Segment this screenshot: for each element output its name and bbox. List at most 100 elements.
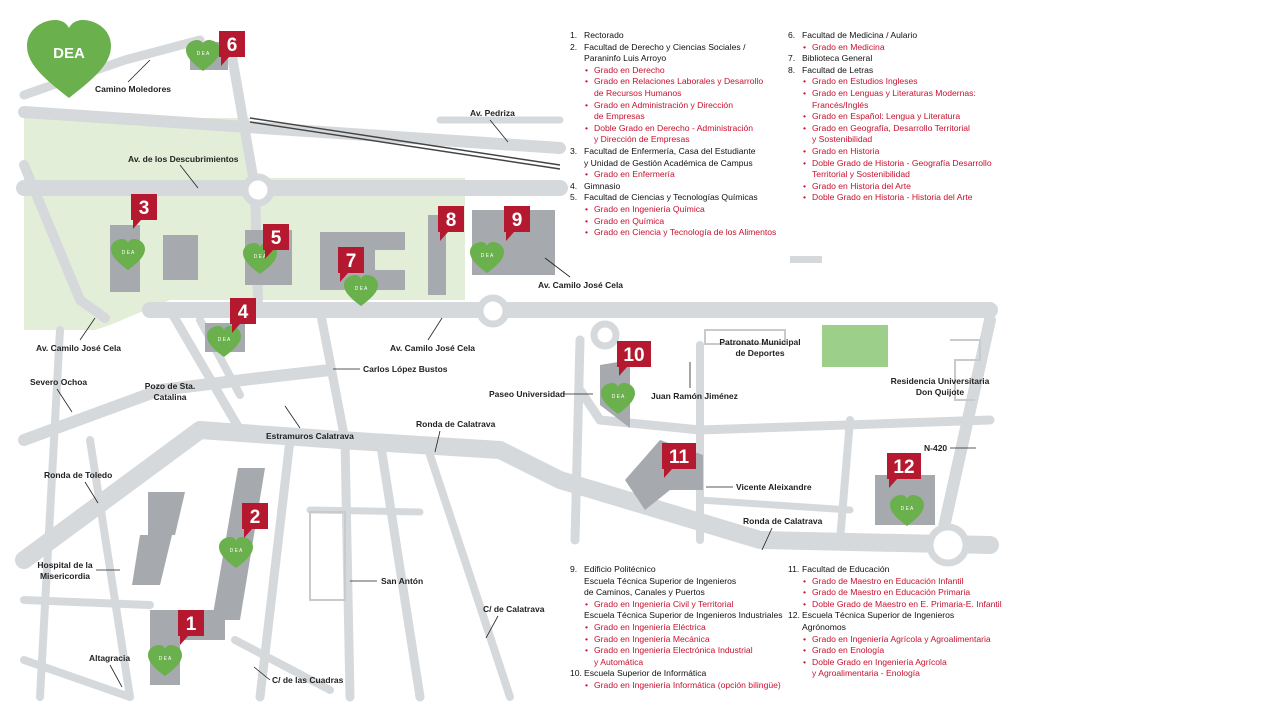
legend-entry: 9.Edificio Politécnico bbox=[570, 564, 785, 576]
building-pin-label: 10 bbox=[623, 345, 644, 366]
legend-number: 4. bbox=[570, 180, 578, 191]
building-pin-9[interactable]: 9 bbox=[504, 206, 530, 241]
legend-degree: Grado en Ingeniería Agrícola y Agroalime… bbox=[802, 634, 1003, 646]
building-pin-11[interactable]: 11 bbox=[662, 443, 696, 478]
building-pin-12[interactable]: 12 bbox=[887, 453, 921, 488]
legend-degree: Grado de Maestro en Educación Primaria bbox=[802, 587, 1003, 599]
legend-degree: Doble Grado de Historia - Geografía Desa… bbox=[802, 158, 1003, 181]
legend-degree: Grado en Enfermería bbox=[584, 169, 785, 181]
building-pin-7[interactable]: 7 bbox=[338, 247, 364, 282]
building-pin-label: 4 bbox=[238, 302, 249, 323]
dea-heart-label: D E A bbox=[612, 394, 625, 400]
legend-number: 8. bbox=[788, 64, 796, 75]
dea-heart-label: D E A bbox=[197, 51, 210, 57]
legend-building-name: Edificio Politécnico bbox=[584, 564, 656, 574]
legend-degree: Grado en Derecho bbox=[584, 65, 785, 77]
legend-degree: Grado en Ingeniería Electrónica Industri… bbox=[570, 645, 785, 668]
building-pin-label: 8 bbox=[446, 210, 457, 231]
sports-field bbox=[822, 325, 888, 367]
legend-school-name: Escuela Técnica Superior de Ingenieros I… bbox=[584, 610, 783, 621]
dea-heart-icon: D E A bbox=[148, 645, 182, 676]
street-av-descubrimientos: Av. de los Descubrimientos bbox=[128, 154, 239, 164]
legend-number: 12. bbox=[788, 610, 800, 621]
legend-buildings-11-12: 11.Facultad de EducaciónGrado de Maestro… bbox=[788, 564, 1003, 680]
legend-number: 10. bbox=[570, 668, 582, 679]
dea-heart-label: D E A bbox=[355, 286, 368, 292]
building-pin-1[interactable]: 1 bbox=[178, 610, 204, 645]
legend-degree: Grado en Geografía, Desarrollo Territori… bbox=[802, 123, 1003, 146]
legend-building-name: Gimnasio bbox=[584, 180, 621, 191]
street-labels: Camino Moledores Av. Pedriza Av. de los … bbox=[30, 59, 990, 688]
building-pin-label: 6 bbox=[227, 35, 238, 56]
legend-entry: 4. Gimnasio bbox=[570, 181, 785, 193]
legend-degree: Grado en Ingeniería Civil y Territorial bbox=[570, 599, 785, 611]
street-ronda-toledo: Ronda de Toledo bbox=[44, 470, 112, 480]
street-av-camilo-3: Av. Camilo José Cela bbox=[390, 343, 475, 353]
dea-heart-icon: D E A bbox=[344, 275, 378, 306]
legend-entry: 1.Rectorado bbox=[570, 30, 785, 42]
building-pin-label: 1 bbox=[186, 614, 197, 635]
legend-entry: 11.Facultad de Educación bbox=[788, 564, 1003, 576]
street-carlos-lopez: Carlos López Bustos bbox=[363, 364, 448, 374]
legend-building-name: Facultad de Derecho y Ciencias Sociales … bbox=[584, 41, 746, 64]
dea-heart-icon: D E A bbox=[470, 242, 504, 273]
legend-degree: Grado en Español: Lengua y Literatura bbox=[802, 111, 1003, 123]
legend-number: 3. bbox=[570, 145, 578, 156]
legend-degree: Doble Grado de Maestro en E. Primaria-E.… bbox=[802, 599, 1003, 611]
legend-degree: Grado en Historia bbox=[802, 146, 1003, 158]
street-severo-ochoa: Severo Ochoa bbox=[30, 377, 87, 387]
legend-building-name: Facultad de Educación bbox=[802, 564, 890, 574]
roundabouts bbox=[241, 173, 970, 567]
building-pin-5[interactable]: 5 bbox=[263, 224, 289, 259]
street-n420: N-420 bbox=[924, 443, 947, 453]
street-san-anton: San Antón bbox=[381, 576, 423, 586]
building-pin-label: 2 bbox=[250, 507, 261, 528]
dea-heart-label: D E A bbox=[159, 656, 172, 662]
legend-number: 7. bbox=[788, 53, 796, 64]
legend-building-name: Escuela Superior de Informática bbox=[584, 668, 707, 679]
street-av-camilo-1: Av. Camilo José Cela bbox=[538, 280, 623, 290]
street-pozo: Pozo de Sta.Catalina bbox=[145, 381, 196, 402]
street-camino-moledores: Camino Moledores bbox=[95, 84, 171, 94]
building-pin-2[interactable]: 2 bbox=[242, 503, 268, 538]
legend-degree: Grado en Ingeniería Eléctrica bbox=[570, 622, 785, 634]
legend-number: 5. bbox=[570, 192, 578, 203]
building-pin-label: 3 bbox=[139, 198, 150, 219]
legend-building-name: Rectorado bbox=[584, 30, 624, 40]
building-pin-10[interactable]: 10 bbox=[617, 341, 651, 376]
legend-degree: Grado en Lenguas y Literaturas Modernas:… bbox=[802, 88, 1003, 111]
legend-degree: Grado en Ingeniería Informática (opción … bbox=[584, 680, 785, 692]
dea-heart-label: D E A bbox=[481, 253, 494, 259]
legend-number: 2. bbox=[570, 41, 578, 52]
legend-degree: Grado en Medicina bbox=[802, 42, 1003, 54]
legend-building-name: Facultad de Letras bbox=[802, 64, 874, 75]
legend-entry: 7. Biblioteca General bbox=[788, 53, 1003, 65]
building-pin-6[interactable]: 6 bbox=[219, 31, 245, 66]
dea-heart-icon: D E A bbox=[186, 40, 220, 71]
street-av-pedriza: Av. Pedriza bbox=[470, 108, 515, 118]
building-pin-4[interactable]: 4 bbox=[230, 298, 256, 333]
street-c-calatrava: C/ de Calatrava bbox=[483, 604, 545, 614]
dea-heart-icon: D E A bbox=[111, 239, 145, 270]
dea-heart-label: D E A bbox=[254, 254, 267, 260]
legend-degree: Grado en Estudios Ingleses bbox=[802, 76, 1003, 88]
street-av-camilo-2: Av. Camilo José Cela bbox=[36, 343, 121, 353]
street-altagracia: Altagracia bbox=[89, 653, 130, 663]
legend-number: 6. bbox=[788, 30, 796, 40]
legend-building-name: Biblioteca General bbox=[802, 53, 873, 64]
building-pin-8[interactable]: 8 bbox=[438, 206, 464, 241]
road-marker bbox=[790, 256, 822, 263]
street-c-cuadras: C/ de las Cuadras bbox=[272, 675, 344, 685]
railway bbox=[249, 117, 561, 170]
building-pin-3[interactable]: 3 bbox=[131, 194, 157, 229]
street-vicente: Vicente Aleixandre bbox=[736, 482, 812, 492]
legend-degree: Doble Grado en Derecho - Administracióny… bbox=[584, 123, 785, 146]
building-pin-label: 5 bbox=[271, 228, 282, 249]
